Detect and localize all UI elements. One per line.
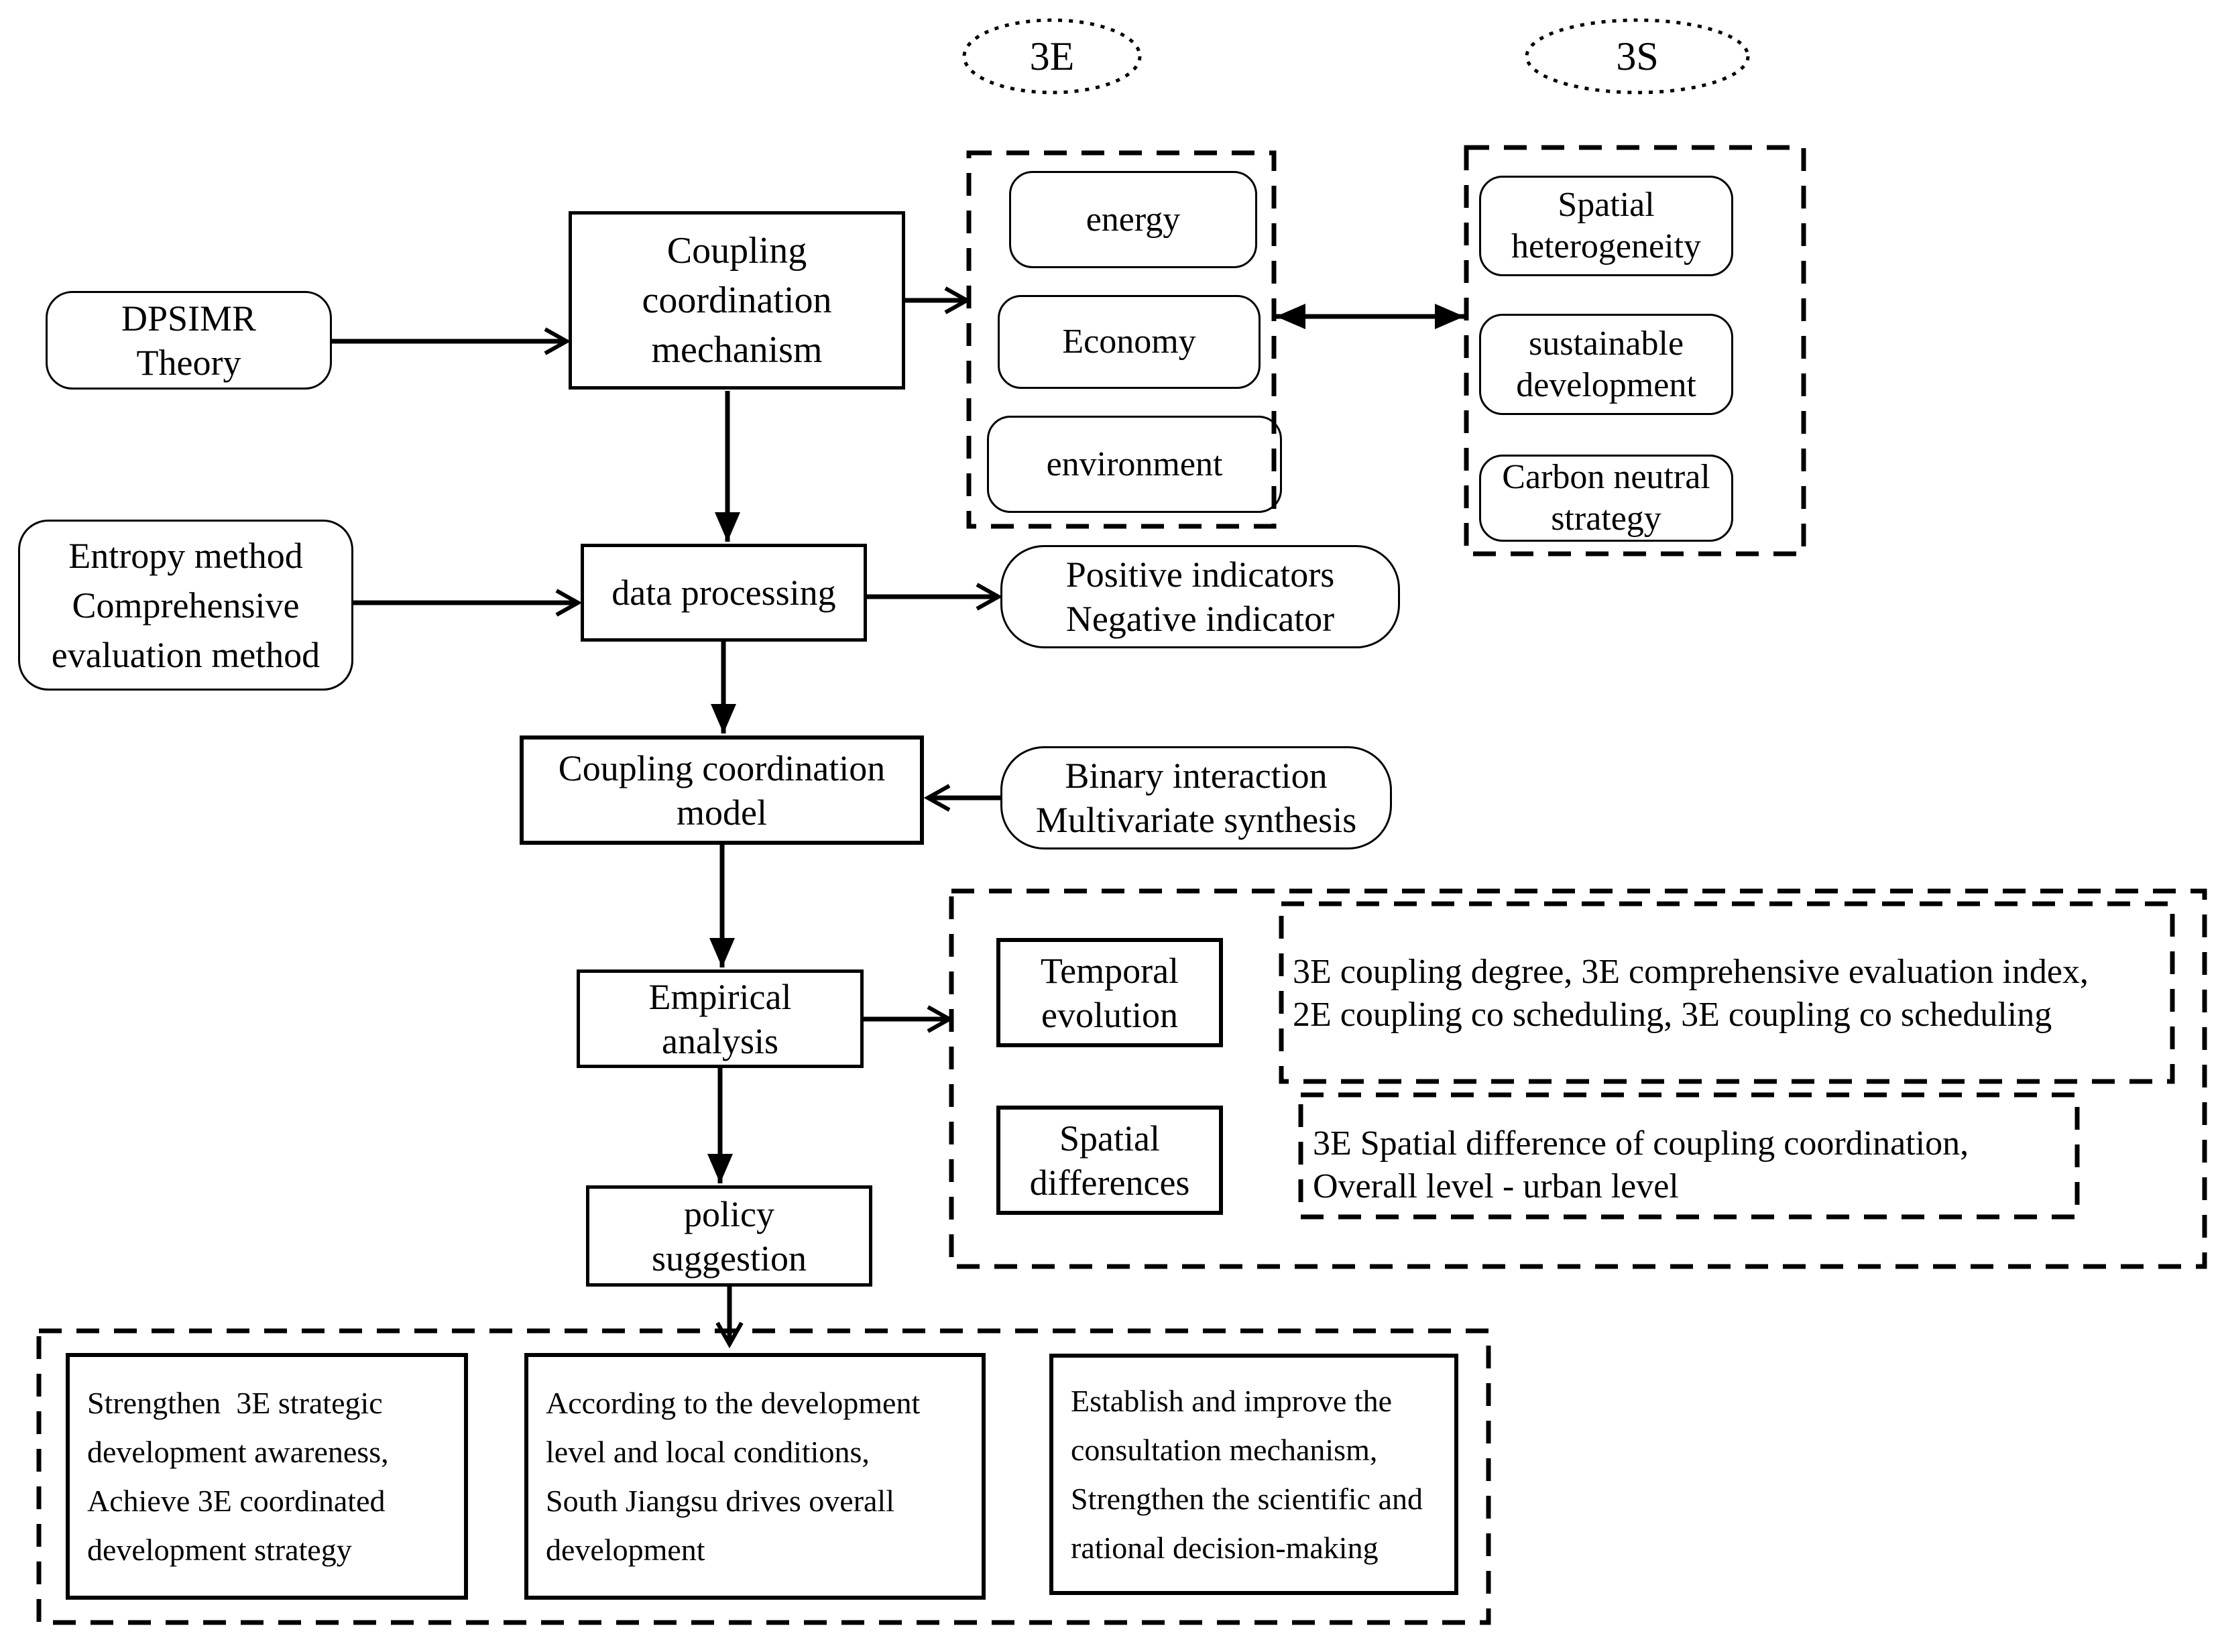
node-economy: Economy — [998, 295, 1261, 389]
badge-3e: 3E — [1029, 34, 1075, 78]
text-temporal-results: 3E coupling degree, 3E comprehensive eva… — [1293, 953, 2089, 1034]
node-carbon-neutral-strategy: Carbon neutral strategy — [1479, 455, 1733, 542]
node-data-processing: data processing — [581, 544, 867, 642]
node-dpsimr-theory: DPSIMR Theory — [46, 291, 332, 390]
node-spatial-heterogeneity: Spatial heterogeneity — [1479, 176, 1733, 276]
node-empirical-analysis: Empirical analysis — [577, 969, 864, 1068]
badge-3s: 3S — [1616, 34, 1659, 78]
policy-box-3: Establish and improve the consultation m… — [1049, 1354, 1458, 1595]
node-entropy-method: Entropy method Comprehensive evaluation … — [18, 520, 353, 691]
node-environment: environment — [987, 416, 1282, 513]
node-spatial-differences: Spatial differences — [996, 1106, 1223, 1215]
node-energy: energy — [1009, 171, 1257, 268]
node-sustainable-development: sustainable development — [1479, 314, 1733, 415]
node-temporal-evolution: Temporal evolution — [996, 938, 1223, 1047]
text-spatial-results: 3E Spatial difference of coupling coordi… — [1313, 1124, 1969, 1205]
node-policy-suggestion: policy suggestion — [586, 1185, 872, 1287]
node-indicators: Positive indicators Negative indicator — [1000, 545, 1400, 648]
policy-box-1: Strengthen 3E strategic development awar… — [66, 1353, 468, 1600]
node-binary-interaction: Binary interaction Multivariate synthesi… — [1000, 746, 1392, 849]
policy-box-2: According to the development level and l… — [524, 1353, 986, 1600]
node-coupling-coordination-model: Coupling coordination model — [520, 735, 924, 845]
node-coupling-coordination-mechanism: Coupling coordination mechanism — [569, 211, 905, 390]
